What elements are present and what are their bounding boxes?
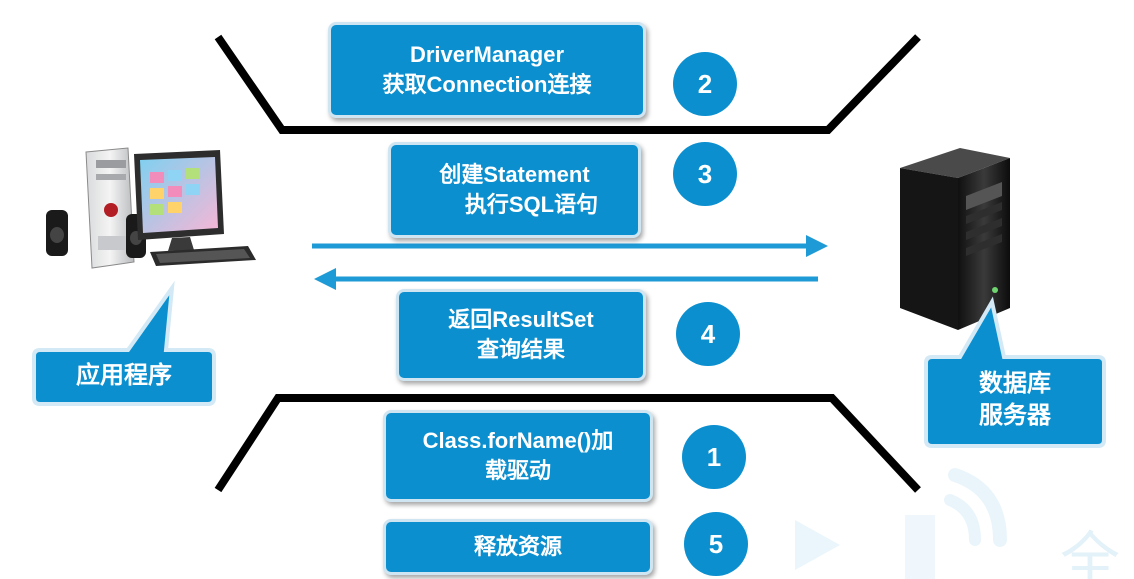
step-3-line2: 执行SQL语句: [464, 192, 599, 217]
step-2-box: DriverManager 获取Connection连接: [328, 22, 646, 118]
client-callout-shape: [32, 280, 216, 406]
step-3-line1: 创建Statement: [439, 162, 590, 187]
step-3-box: 创建Statement 执行SQL语句: [388, 142, 641, 238]
bottom-bracket-line: [214, 394, 921, 493]
server-label-line2: 服务器: [979, 402, 1051, 429]
client-label-text: 应用程序: [76, 362, 172, 389]
client-label: 应用程序: [34, 360, 214, 392]
step-4-number: 4: [676, 302, 740, 366]
top-bracket-line: [214, 34, 921, 134]
step-1-box: Class.forName()加 载驱动: [383, 410, 653, 502]
request-arrow: [312, 235, 828, 257]
step-5-box: 释放资源: [383, 519, 653, 575]
database-server-icon: [900, 148, 1010, 330]
step-5-line1: 释放资源: [473, 534, 562, 559]
step-2-line2: 获取Connection连接: [382, 72, 592, 97]
step-2-line1: DriverManager: [409, 42, 565, 67]
step-3-number: 3: [673, 142, 737, 206]
step-4-line1: 返回ResultSet: [448, 307, 594, 332]
watermark-char: 全: [1060, 526, 1120, 579]
watermark-logo: [795, 468, 1007, 579]
server-label: 数据库 服务器: [926, 368, 1104, 432]
desktop-computer-icon: [46, 147, 256, 269]
step-5-number: 5: [684, 512, 748, 576]
server-callout-shape: [924, 296, 1106, 448]
step-1-line1: Class.forName()加: [422, 428, 614, 453]
step-4-line2: 查询结果: [476, 337, 565, 362]
server-label-line1: 数据库: [979, 370, 1051, 397]
step-4-box: 返回ResultSet 查询结果: [396, 289, 646, 381]
response-arrow: [314, 268, 818, 290]
step-2-number: 2: [673, 52, 737, 116]
step-1-number: 1: [682, 425, 746, 489]
step-1-line2: 载驱动: [484, 458, 551, 483]
